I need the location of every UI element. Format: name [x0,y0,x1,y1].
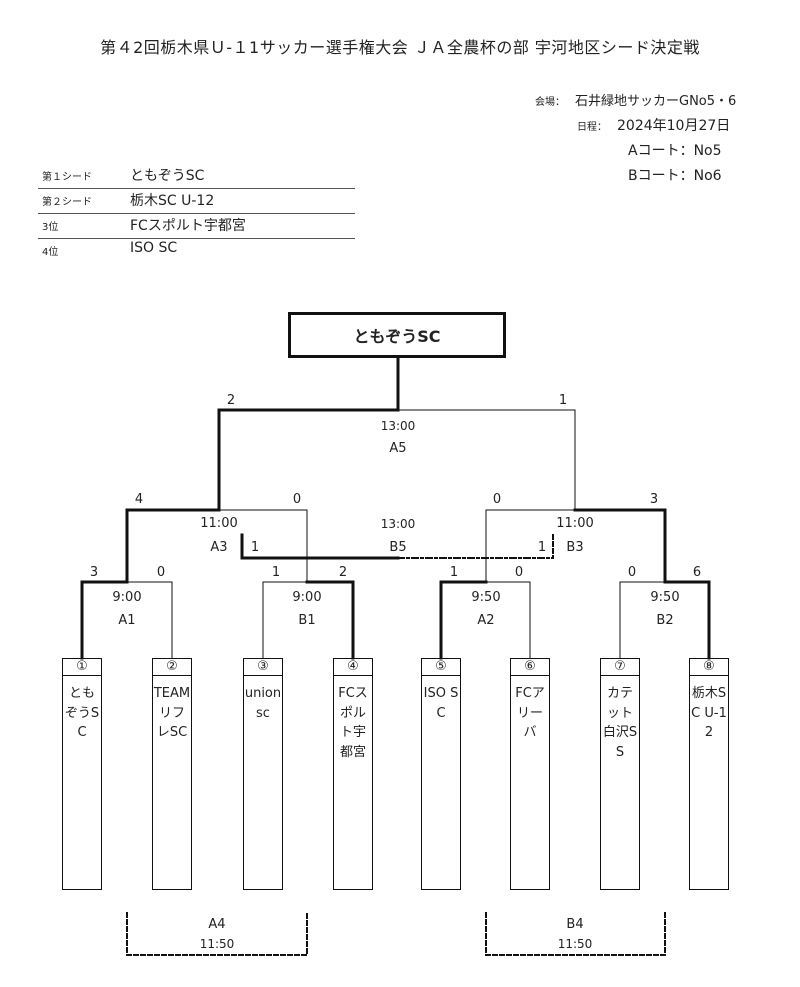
score-b5-home: 1 [250,540,260,555]
score-a3-home: 4 [134,492,144,507]
seed-team: ともぞうSC [130,168,205,184]
seed-rank: 4位 [42,247,59,258]
match-b4-code: B4 [566,917,584,932]
seed-row: 第１シード ともぞうSC [38,163,355,189]
seed-rank: 第１シード [42,172,92,183]
venue-label: 会場： [535,97,565,108]
team-box: カテット白沢SS [600,676,640,890]
team-name: FCスポルト宇都宮 [338,686,368,760]
team-box: ISO SC [421,676,461,890]
match-b4-time: 11:50 [557,937,593,951]
date-label: 日程： [577,122,607,133]
team-box: TEAMリフレSC [152,676,192,890]
match-b5-time: 13:00 [380,517,416,531]
score-b1-home: 1 [271,565,281,580]
team-number: ⑤ [421,658,461,676]
court-a: Aコート：No5 [628,143,722,159]
score-a2-away: 0 [514,565,524,580]
match-a1-time: 9:00 [112,590,142,605]
team-number: ⑦ [600,658,640,676]
match-a4-time: 11:50 [199,937,235,951]
team-name: FCアリーバ [515,686,545,740]
team-number: ⑥ [510,658,550,676]
score-a1-away: 0 [156,565,166,580]
date-value: 2024年10月27日 [617,118,731,134]
match-a5-code: A5 [389,441,407,456]
team-box: union sc [243,676,283,890]
match-b2-code: B2 [656,613,674,628]
match-a3-time: 11:00 [200,516,238,531]
seed-row: 第２シード 栃木SC U-12 [38,188,355,214]
court-b: Bコート：No6 [628,168,722,184]
seed-row: 3位 FCスポルト宇都宮 [38,213,355,239]
seed-team: FCスポルト宇都宮 [130,218,246,234]
match-a2-code: A2 [477,613,495,628]
team-box: 栃木SC U-12 [689,676,729,890]
score-b2-home: 0 [627,565,637,580]
team-name: ISO SC [423,686,459,721]
score-b2-away: 6 [692,565,702,580]
score-a3-away: 0 [292,492,302,507]
match-b5-code: B5 [389,540,407,555]
match-b2-time: 9:50 [650,590,680,605]
team-name: カテット白沢SS [602,686,638,760]
team-number: ② [152,658,192,676]
seed-rank: 3位 [42,222,59,233]
date-info: 日程： 2024年10月27日 [577,115,730,135]
team-number: ⑧ [689,658,729,676]
seed-row: 4位 ISO SC [38,238,355,263]
page-title: 第４2回栃木県Ｕ-１1サッカー選手権大会 ＪＡ全農杯の部 宇河地区シード決定戦 [100,38,700,57]
score-a5-home: 2 [226,393,236,408]
team-box: FCスポルト宇都宮 [333,676,373,890]
team-name: union sc [244,686,286,721]
team-name: 栃木SC U-12 [691,686,727,740]
match-a4-code: A4 [208,917,226,932]
team-number: ④ [333,658,373,676]
match-b1-code: B1 [298,613,316,628]
match-a5-time: 13:00 [380,419,416,433]
score-a5-away: 1 [558,393,568,408]
score-b3-home: 0 [492,492,502,507]
team-box: ともぞうSC [62,676,102,890]
team-number: ③ [243,658,283,676]
match-b3-code: B3 [566,540,584,555]
venue-info: 会場： 石井緑地サッカーGNo5・6 [535,90,736,109]
champion-box: ともぞうSC [288,312,506,358]
venue-value: 石井緑地サッカーGNo5・6 [575,94,737,109]
seed-rank: 第２シード [42,197,92,208]
score-b1-away: 2 [338,565,348,580]
match-a1-code: A1 [118,613,136,628]
team-name: ともぞうSC [64,686,100,740]
score-b5-away: 1 [537,540,547,555]
seed-team: 栃木SC U-12 [130,193,215,209]
score-a2-home: 1 [449,565,459,580]
match-b1-time: 9:00 [292,590,322,605]
match-a3-code: A3 [210,540,228,555]
match-a2-time: 9:50 [471,590,501,605]
seed-team: ISO SC [130,240,178,256]
team-box: FCアリーバ [510,676,550,890]
team-number: ① [62,658,102,676]
score-a1-home: 3 [89,565,99,580]
score-b3-away: 3 [649,492,659,507]
match-b3-time: 11:00 [556,516,594,531]
team-name: TEAMリフレSC [153,686,191,740]
